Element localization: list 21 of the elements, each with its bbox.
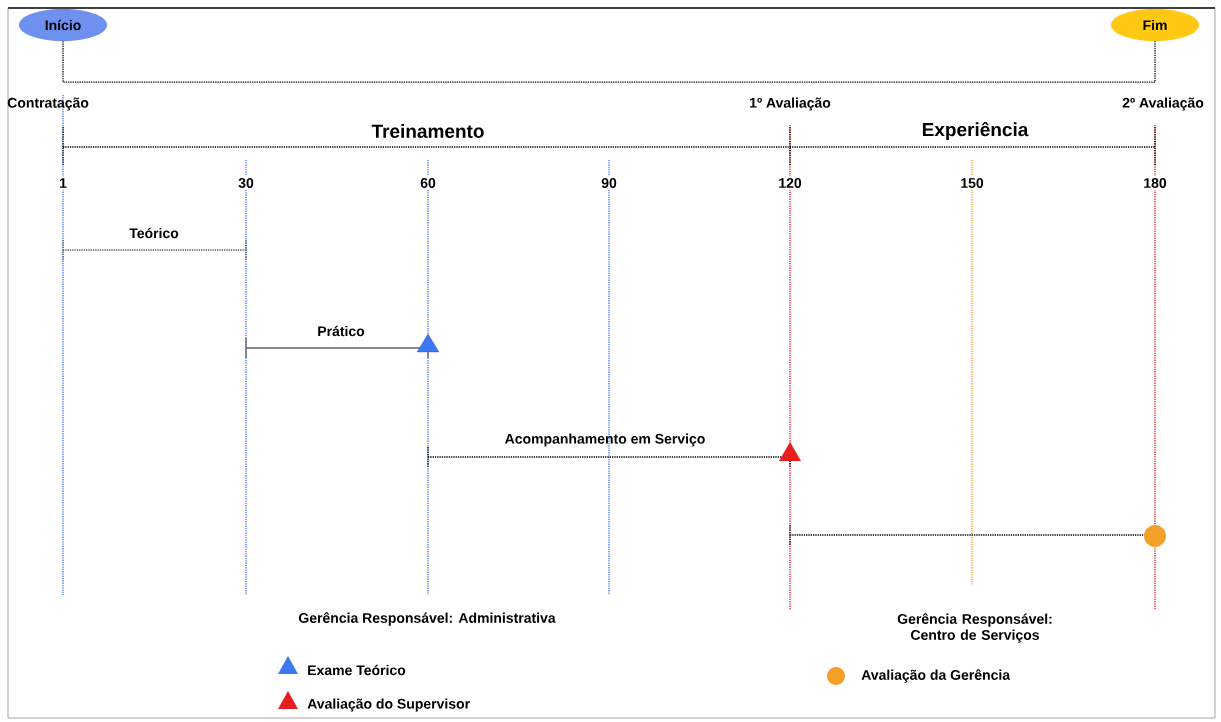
bar-label: Teórico <box>129 227 179 239</box>
milestone-label: 2º Avaliação <box>1122 97 1204 111</box>
connector-line <box>62 40 1156 83</box>
phase-label: Treinamento <box>371 124 484 138</box>
day-label: 60 <box>418 176 438 190</box>
day-label: 30 <box>236 176 256 190</box>
day-label: 90 <box>599 176 619 190</box>
legend-text: Avaliação do Supervisor <box>307 698 470 712</box>
phase-label: Experiência <box>922 121 1029 141</box>
legend-text: Exame Teórico <box>308 664 406 676</box>
milestone-label: Contratação <box>7 97 89 111</box>
day-label: 120 <box>776 176 804 190</box>
bar-label: Prático <box>318 325 365 337</box>
day-label: 180 <box>1141 176 1169 190</box>
note-text: Gerência Responsável: Administrativa <box>298 612 556 626</box>
milestone-label: 1º Avaliação <box>750 97 831 111</box>
note-text: Gerência Responsável: Centro de Serviços <box>897 613 1052 643</box>
day-label: 150 <box>958 176 986 190</box>
legend-text: Avaliação da Gerência <box>861 669 1011 683</box>
bar-label: Acompanhamento em Serviço <box>505 433 705 447</box>
day-label: 1 <box>57 176 69 190</box>
